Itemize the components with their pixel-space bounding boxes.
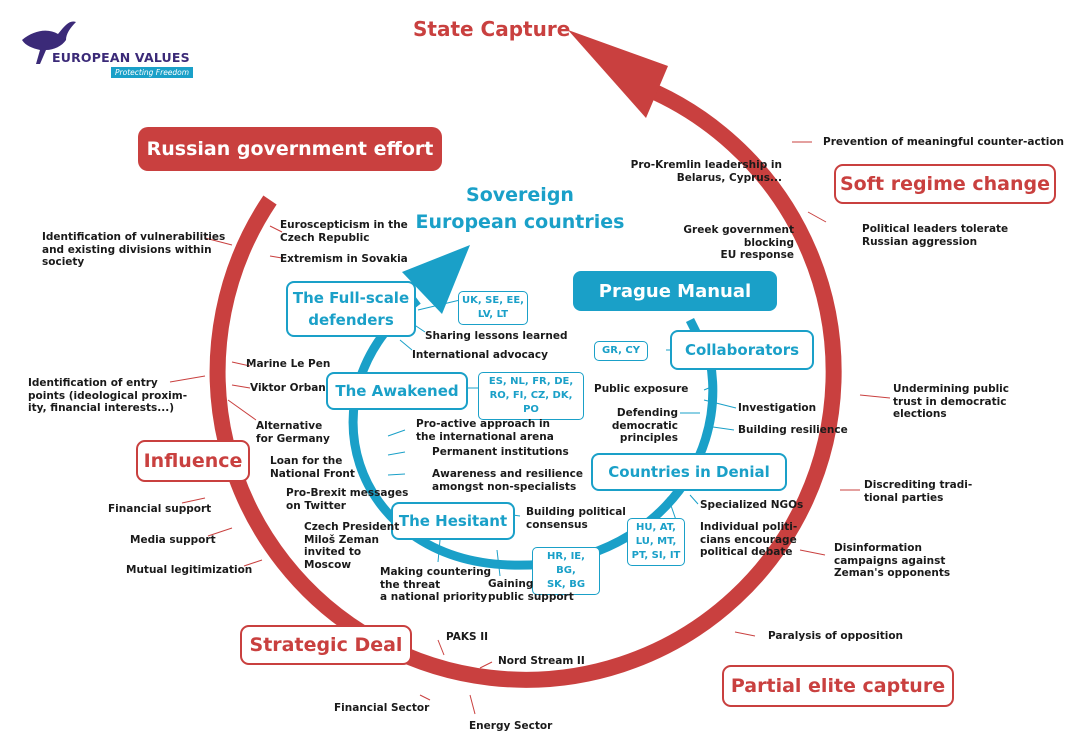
stage-partial-elite-capture: Partial elite capture — [722, 665, 954, 707]
label-specialized-ngos: Specialized NGOs — [700, 499, 804, 511]
codes-awakened: ES, NL, FR, DE, RO, FI, CZ, DK, PO — [478, 372, 584, 420]
label-awareness: Awareness and resilience amongst non-spe… — [432, 468, 583, 493]
label-tolerate: Political leaders tolerate Russian aggre… — [862, 223, 1009, 248]
label-consensus: Building political consensus — [526, 506, 626, 531]
logo-name: EUROPEAN VALUES — [52, 50, 190, 65]
label-le-pen: Marine Le Pen — [246, 358, 331, 370]
codes-denial: HU, AT, LU, MT, PT, SI, IT — [627, 518, 685, 566]
label-permanent: Permanent institutions — [432, 446, 569, 458]
label-disinformation: Disinformation campaigns against Zeman's… — [834, 542, 951, 579]
logo-tagline: Protecting Freedom — [111, 67, 194, 78]
label-paralysis: Paralysis of opposition — [768, 630, 904, 642]
prague-manual: Prague Manual — [573, 271, 777, 311]
label-prevention: Prevention of meaningful counter-action — [823, 136, 1065, 148]
label-public-exposure: Public exposure — [594, 383, 689, 395]
group-countries-in-denial: Countries in Denial — [591, 453, 787, 491]
label-loan: Loan for the National Front — [270, 455, 355, 480]
label-resilience: Building resilience — [738, 424, 848, 436]
label-euroscepticism: Euroscepticism in the Czech Republic — [280, 219, 408, 244]
label-greek: Greek government blocking EU response — [683, 224, 794, 261]
stage-strategic-deal: Strategic Deal — [240, 625, 412, 665]
label-entry-points: Identification of entry points (ideologi… — [28, 377, 188, 414]
label-public-support: Gaining public support — [488, 578, 574, 603]
label-mutual: Mutual legitimization — [126, 564, 253, 576]
label-extremism: Extremism in Sovakia — [280, 253, 408, 265]
label-proactive: Pro-active approach in the international… — [416, 418, 554, 443]
codes-hesitant: HR, IE, BG, SK, BG — [532, 547, 600, 595]
label-national-priority: Making countering the threat a national … — [380, 566, 492, 603]
stage-russian-effort: Russian government effort — [138, 127, 442, 171]
label-discrediting: Discrediting tradi- tional parties — [864, 479, 973, 504]
label-advocacy: International advocacy — [412, 349, 548, 361]
label-pro-kremlin: Pro-Kremlin leadership in Belarus, Cypru… — [630, 159, 782, 184]
label-orban: Viktor Orban — [250, 382, 326, 394]
label-defending: Defending democratic principles — [611, 407, 678, 444]
label-nord-stream: Nord Stream II — [498, 655, 585, 667]
codes-full-scale: UK, SE, EE, LV, LT — [458, 291, 528, 325]
label-paks: PAKS II — [446, 631, 489, 643]
label-undermining: Undermining public trust in democratic e… — [893, 383, 1010, 420]
group-hesitant: The Hesitant — [391, 502, 515, 540]
red-cycle-arc — [209, 74, 842, 688]
label-investigation: Investigation — [738, 402, 817, 414]
group-awakened: The Awakened — [326, 372, 468, 410]
sovereign-title: Sovereign European countries — [415, 184, 625, 233]
label-vulnerabilities: Identification of vulnerabilities and ex… — [42, 231, 226, 268]
pegasus-icon — [22, 21, 76, 64]
stage-soft-regime-change: Soft regime change — [834, 164, 1056, 204]
red-arrowhead — [568, 30, 668, 118]
group-collaborators: Collaborators — [670, 330, 814, 370]
label-sharing: Sharing lessons learned — [425, 330, 568, 342]
stage-influence: Influence — [136, 440, 250, 482]
label-media-support: Media support — [130, 534, 216, 546]
state-capture-title: State Capture — [413, 17, 571, 41]
codes-collaborators: GR, CY — [594, 341, 648, 361]
label-energy-sector: Energy Sector — [469, 720, 553, 732]
label-brexit: Pro-Brexit messages on Twitter — [286, 487, 409, 512]
label-afd: Alternative for Germany — [256, 420, 330, 445]
label-financial-sector: Financial Sector — [334, 702, 430, 714]
blue-arrowhead — [402, 245, 470, 314]
label-financial-support: Financial support — [108, 503, 212, 515]
group-full-scale-defenders: The Full-scale defenders — [286, 281, 416, 337]
label-individual: Individual politi- cians encourage polit… — [700, 521, 798, 558]
label-zeman: Czech President Miloš Zeman invited to M… — [304, 521, 400, 571]
red-connectors — [169, 141, 891, 715]
